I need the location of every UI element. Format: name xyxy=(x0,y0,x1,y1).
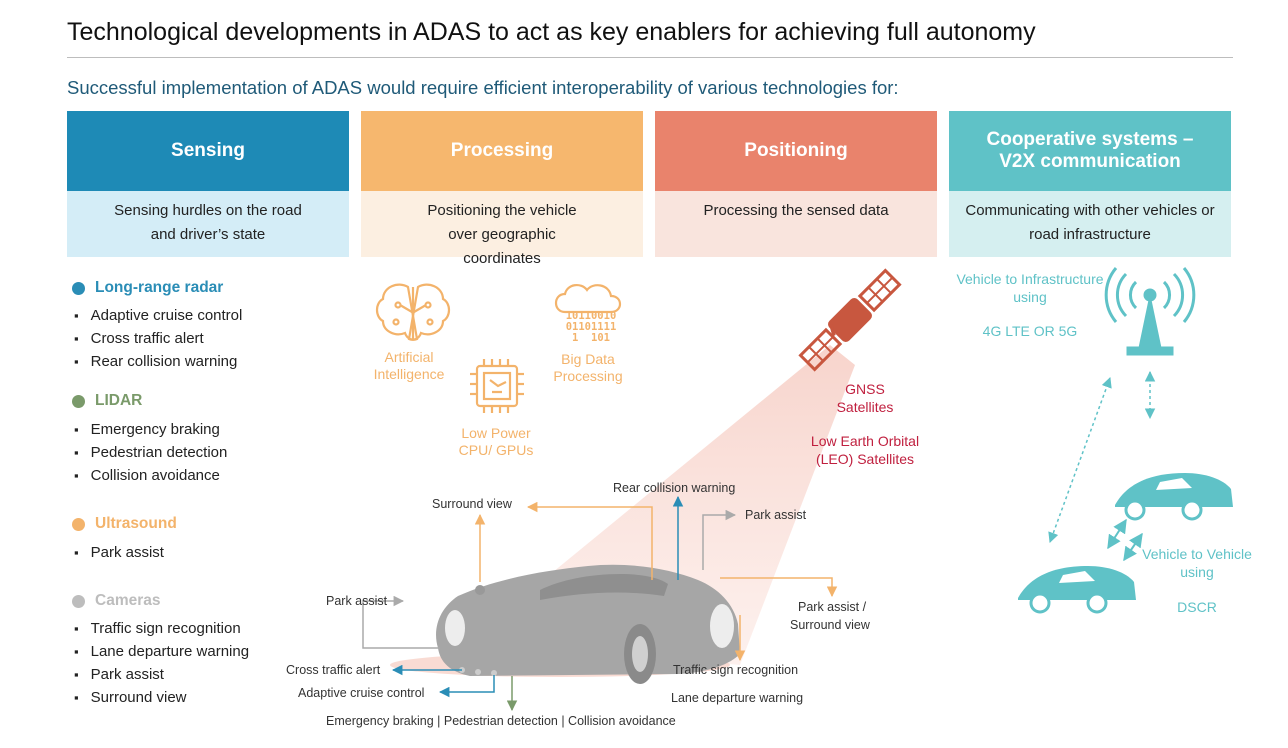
category-cameras: Cameras xyxy=(72,592,161,610)
lidar-dot-icon xyxy=(72,394,85,408)
v2v-car-bottom-icon xyxy=(1018,566,1136,614)
v2v-arrow-1 xyxy=(1107,518,1127,550)
label-park-assist-top: Park assist xyxy=(745,508,807,522)
v2x-header: Cooperative systems – V2X communication xyxy=(949,111,1231,191)
cell-tower-icon xyxy=(1104,267,1196,356)
v2v-arrow-2 xyxy=(1123,532,1143,562)
list-item: Adaptive cruise control xyxy=(74,304,243,327)
page-title: Technological developments in ADAS to ac… xyxy=(67,18,1036,46)
list-item: Park assist xyxy=(74,541,164,564)
label-adaptive-cruise: Adaptive cruise control xyxy=(298,686,425,700)
label-traffic-sign: Traffic sign recognition xyxy=(673,663,799,677)
camera-list: Traffic sign recognition Lane departure … xyxy=(74,617,249,709)
binary-row: 1 101 xyxy=(572,332,610,344)
satellite-icon xyxy=(798,268,902,372)
ultrasound-dot-icon xyxy=(72,517,85,531)
label-lane-departure: Lane departure warning xyxy=(671,691,804,705)
gnss-label: GNSS Satellites xyxy=(836,381,894,415)
v2v-label-1: Vehicle to Vehicle xyxy=(1142,546,1252,562)
category-label: Cameras xyxy=(95,592,161,609)
brain-icon xyxy=(375,283,451,341)
list-item: Park assist xyxy=(74,663,249,686)
title-divider xyxy=(67,57,1233,58)
camera-dot-icon xyxy=(72,594,85,608)
radar-list: Adaptive cruise control Cross traffic al… xyxy=(74,304,243,373)
label-park-surround-1: Park assist / xyxy=(798,600,867,614)
category-label: LIDAR xyxy=(95,392,143,409)
ai-label: Artificial Intelligence xyxy=(373,349,445,382)
list-item: Pedestrian detection xyxy=(74,441,228,464)
category-long-range-radar: Long-range radar xyxy=(72,279,223,297)
label-cross-traffic: Cross traffic alert xyxy=(286,663,381,677)
cpu-chip-icon xyxy=(470,359,524,413)
v2v-label-2: using xyxy=(1180,564,1214,580)
list-item: Lane departure warning xyxy=(74,640,249,663)
label-surround-view: Surround view xyxy=(432,497,512,511)
radar-dot-icon xyxy=(72,281,85,295)
v2i-label-1: Vehicle to Infrastructure xyxy=(956,271,1104,287)
list-item: Collision avoidance xyxy=(74,464,227,487)
cloud-data-icon xyxy=(554,284,622,314)
positioning-header: Positioning xyxy=(655,111,937,191)
v2x-description: Communicating with other vehicles or roa… xyxy=(949,191,1231,257)
category-lidar: LIDAR xyxy=(72,392,142,410)
leo-label: Low Earth Orbital (LEO) Satellites xyxy=(810,433,920,467)
binary-digits: 10110010 01101111 1 101 xyxy=(560,311,622,344)
bigdata-label: Big Data Processing xyxy=(553,351,623,384)
list-item: Surround view xyxy=(74,686,249,709)
category-label: Ultrasound xyxy=(95,515,177,532)
v2i-arrow-diagonal xyxy=(1048,377,1112,543)
ultrasound-list: Park assist xyxy=(74,541,164,564)
sensing-description: Sensing hurdles on the road and driver’s… xyxy=(67,191,349,257)
category-label: Long-range radar xyxy=(95,279,224,296)
list-item: Rear collision warning xyxy=(74,350,242,373)
arrow-adaptive-cruise xyxy=(438,675,495,698)
v2i-label-2: using xyxy=(1013,289,1047,305)
list-item: Cross traffic alert xyxy=(74,327,242,350)
car-silhouette xyxy=(436,564,740,684)
cpu-label: Low Power CPU/ GPUs xyxy=(458,425,534,458)
binary-row: 01101111 xyxy=(565,321,617,333)
positioning-description: Processing the sensed data xyxy=(655,191,937,257)
list-item: Emergency braking xyxy=(74,418,227,441)
binary-row: 10110010 xyxy=(565,310,617,322)
v2v-car-top-icon xyxy=(1115,473,1233,521)
arrow-surround-view-2 xyxy=(526,501,653,580)
page-subtitle: Successful implementation of ADAS would … xyxy=(67,77,899,98)
label-bottom-lidar: Emergency braking | Pedestrian detection… xyxy=(326,714,676,728)
arrow-park-assist-left xyxy=(362,595,440,649)
arrow-park-assist-top xyxy=(702,509,737,570)
sensing-header: Sensing xyxy=(67,111,349,191)
v2i-tech-label: 4G LTE OR 5G xyxy=(982,323,1078,339)
list-item: Traffic sign recognition xyxy=(74,617,249,640)
processing-description: Positioning the vehicle over geographic … xyxy=(361,191,643,267)
arrow-park-surround xyxy=(720,577,838,598)
lidar-list: Emergency braking Pedestrian detection C… xyxy=(74,418,228,487)
category-ultrasound: Ultrasound xyxy=(72,515,177,533)
processing-header: Processing xyxy=(361,111,643,191)
label-park-assist-left: Park assist xyxy=(326,594,388,608)
label-rear-collision: Rear collision warning xyxy=(613,481,736,495)
v2v-tech-label: DSCR xyxy=(1177,599,1217,615)
label-park-surround-2: Surround view xyxy=(790,618,870,632)
